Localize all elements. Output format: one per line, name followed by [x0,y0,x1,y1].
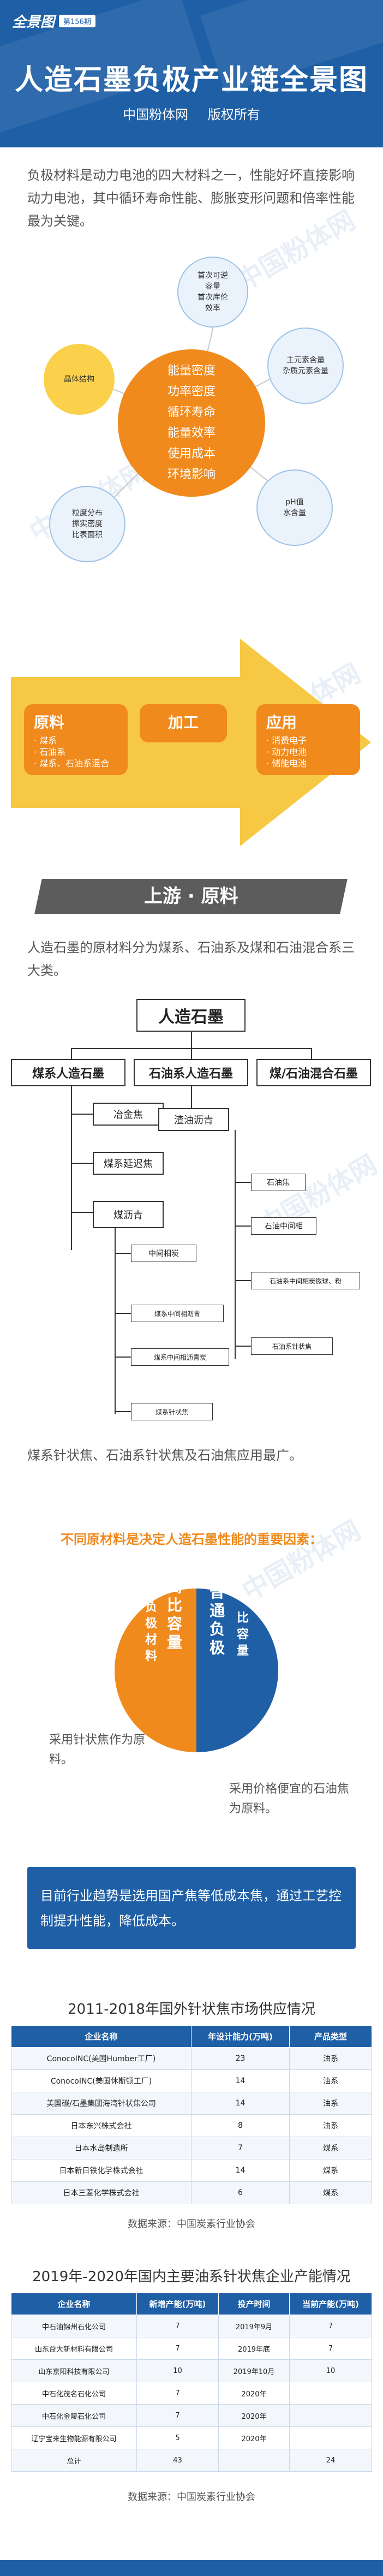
tree-coal-delayed-coke: 煤系延迟焦 [93,1152,164,1175]
header-banner: 全景图 第156期 人造石墨负极产业链全景图 中国粉体网 版权所有 [0,0,383,147]
tree-residue-pitch: 渣油沥青 [158,1108,229,1131]
needle-coke-note: 煤系针状焦、石油系针状焦及石油焦应用最广。 [27,1448,302,1463]
bubble-crystal-structure: 晶体结构 [44,344,115,415]
intro-text: 负极材料是动力电池的四大材料之一，性能好坏直接影响动力电池，其中循环寿命性能、膨… [27,168,355,229]
bubble-core-metrics: 能量密度 功率密度 循环寿命 能量效率 使用成本 环境影响 [118,349,265,497]
table2-title: 2019年-2020年国内主要油系针状焦企业产能情况 [32,2269,351,2285]
tree-oil-graphite: 石油系人造石墨 [134,1059,248,1086]
tree-coal-pitch: 煤沥青 [93,1201,164,1228]
materials-highlight: 不同原材料是决定人造石墨性能的重要因素： [61,1532,322,1547]
high-capacity-desc: 采用针状焦作为原料。 [49,1733,146,1766]
tree-mesophase-carbon: 中间相炭 [131,1245,196,1262]
chain-process-title: 加工 [167,713,199,731]
page-title: 人造石墨负极产业链全景图 [14,64,368,97]
normal-anode-label: 普通负极 [209,1583,225,1657]
tree-metallurgical-coke: 冶金焦 [93,1103,164,1126]
tree-oil-mesophase-microbeads: 石油系中间相炭微球、粉 [251,1272,360,1289]
industry-trend-box: 目前行业趋势是选用国产焦等低成本焦，通过工艺控制提升性能，降低成本。 [27,1867,356,1949]
tree-coal-needle-coke: 煤系针状焦 [131,1403,213,1420]
table1-source: 数据来源：中国炭素行业协会 [128,2218,255,2230]
section-banner-upstream: 上游 · 原料 [34,879,348,914]
bubble-ph-water: pH值 水含量 [256,469,333,546]
bubble-capacity-efficiency: 首次可逆 容量 首次库伦 效率 [177,257,248,328]
normal-anode-sub: 比容量 [236,1611,249,1658]
chain-arrow-graphic [11,639,371,846]
tree-coal-mesophase-pitch-carbon: 煤系中间相沥青炭 [131,1348,229,1366]
issue-number: 第156期 [59,15,95,27]
chain-raw-title: 原料 [34,713,65,731]
tree-coal-graphite: 煤系人造石墨 [11,1059,125,1086]
tree-root: 人造石墨 [136,999,246,1032]
normal-anode-desc: 采用价格便宜的石油焦为原料。 [229,1782,350,1816]
chain-applications: 应用 · 消费电子 · 动力电池 · 储能电池 [256,704,360,775]
table-header-row: 企业名称 年设计能力(万吨) 产品类型 [11,2025,372,2048]
table2-source: 数据来源：中国炭素行业协会 [128,2491,255,2503]
tree-oil-needle-coke: 石油系针状焦 [251,1337,333,1355]
chain-processing: 加工 [140,704,227,742]
chain-app-title: 应用 [266,713,297,731]
high-capacity-label: 高比容量 [166,1578,182,1651]
chain-raw-materials: 原料 · 煤系 · 石油系 · 煤系、石油系混合 [24,704,128,775]
brand-logo: 全景图 [12,14,55,31]
table-foreign-needle-coke: 企业名称 年设计能力(万吨) 产品类型 ConocoINC(美国Humber工厂… [11,2025,372,2204]
page-subtitle: 中国粉体网 版权所有 [123,107,260,122]
footer-bar [0,2560,383,2576]
upstream-text: 人造石墨的原材料分为煤系、石油系及煤和石油混合系三大类。 [27,940,355,978]
table-header-row: 企业名称 新增产能(万吨) 投产时间 当前产能(万吨) [11,2293,372,2315]
tree-oil-mesophase: 石油中间相 [251,1217,316,1235]
table1-title: 2011-2018年国外针状焦市场供应情况 [68,2001,315,2018]
series-badge: 全景图 第156期 [12,11,95,31]
comparison-graphic [115,1589,278,1752]
bubble-particle-density: 粒度分布 振实密度 比表面积 [49,486,125,562]
bubble-element-content: 主元素含量 杂质元素含量 [267,328,344,404]
high-capacity-sub: 负极材料 [145,1601,157,1663]
tree-mixed-graphite: 煤/石油混合石墨 [256,1059,371,1086]
tree-petroleum-coke: 石油焦 [251,1174,306,1191]
tree-coal-mesophase-pitch: 煤系中间相沥青 [131,1305,224,1322]
